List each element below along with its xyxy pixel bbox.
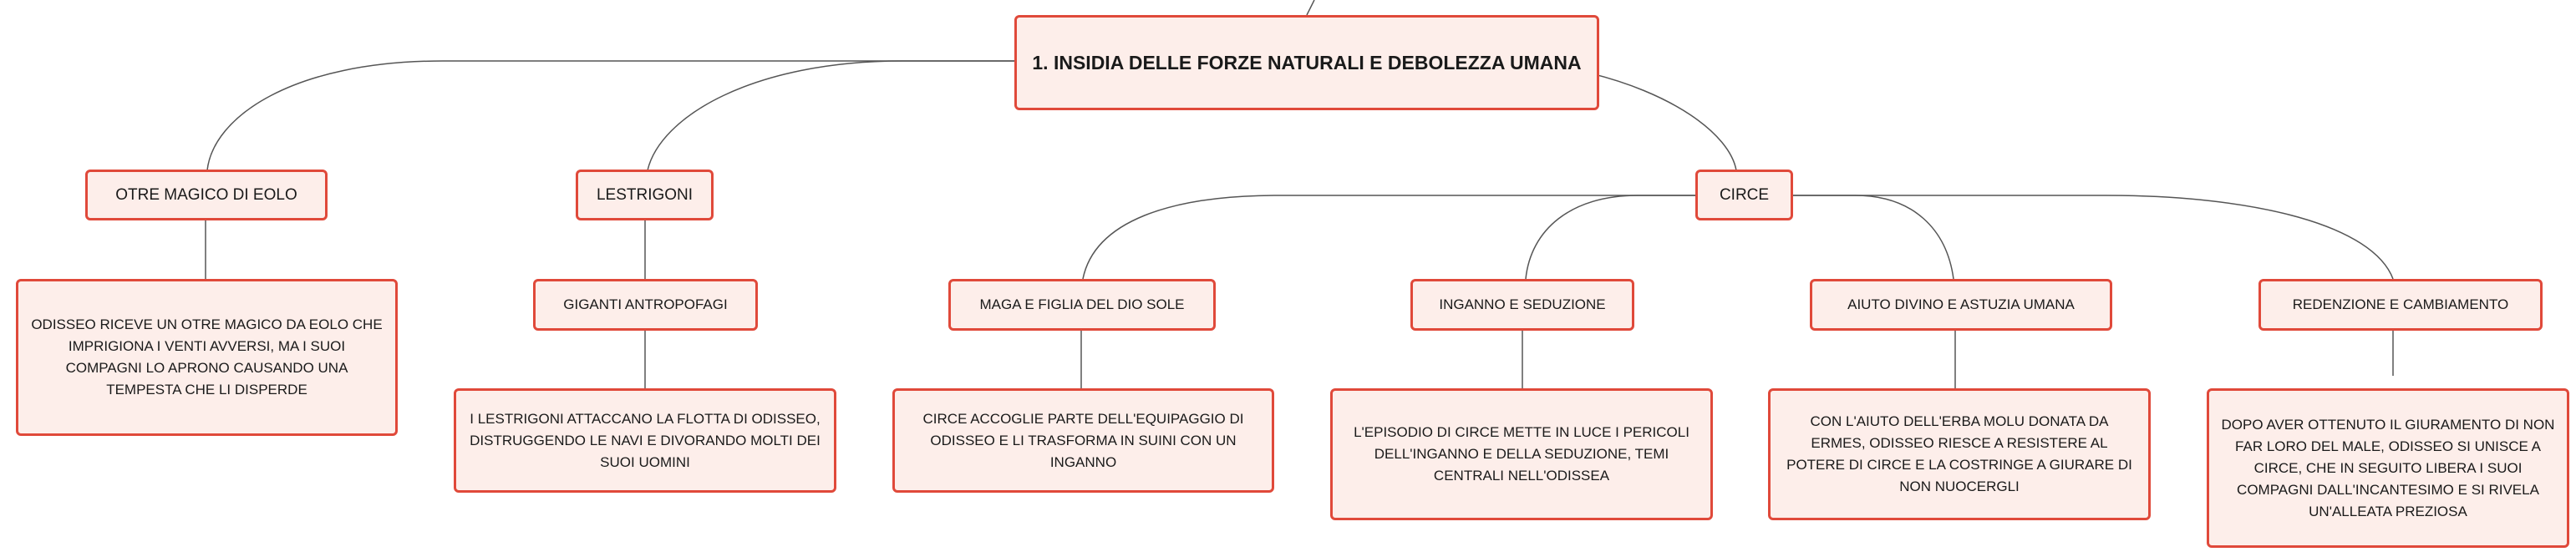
- sub-node-maga-figlia-sole[interactable]: MAGA E FIGLIA DEL DIO SOLE: [948, 279, 1216, 331]
- connector-circe-maga: [1082, 195, 1695, 280]
- branch-node-lestrigoni[interactable]: LESTRIGONI: [576, 170, 714, 220]
- sub-node-redenzione-cambiamento[interactable]: REDENZIONE E CAMBIAMENTO: [2258, 279, 2543, 331]
- sub-node-aiuto-divino[interactable]: AIUTO DIVINO E ASTUZIA UMANA: [1810, 279, 2112, 331]
- connector-circe-aiuto: [1793, 195, 1954, 280]
- leaf-node-lestrigoni-description[interactable]: I LESTRIGONI ATTACCANO LA FLOTTA DI ODIS…: [454, 388, 836, 493]
- connector-circe-redenzione: [1793, 195, 2394, 280]
- leaf-node-aiuto-description[interactable]: CON L'AIUTO DELL'ERBA MOLU DONATA DA ERM…: [1768, 388, 2151, 520]
- connector-circe-inganno: [1525, 195, 1695, 280]
- root-node[interactable]: 1. INSIDIA DELLE FORZE NATURALI E DEBOLE…: [1014, 15, 1599, 110]
- leaf-node-maga-description[interactable]: CIRCE ACCOGLIE PARTE DELL'EQUIPAGGIO DI …: [892, 388, 1274, 493]
- branch-node-otre-magico[interactable]: OTRE MAGICO DI EOLO: [85, 170, 328, 220]
- connector-root-circe: [1583, 71, 1737, 171]
- branch-node-circe[interactable]: CIRCE: [1695, 170, 1793, 220]
- connector-root-lestrigoni: [647, 60, 1014, 171]
- leaf-node-otre-description[interactable]: ODISSEO RICEVE UN OTRE MAGICO DA EOLO CH…: [16, 279, 398, 436]
- sub-node-inganno-seduzione[interactable]: INGANNO E SEDUZIONE: [1410, 279, 1634, 331]
- leaf-node-redenzione-description[interactable]: DOPO AVER OTTENUTO IL GIURAMENTO DI NON …: [2207, 388, 2569, 548]
- connector-root-otre: [206, 60, 1014, 171]
- leaf-node-inganno-description[interactable]: L'EPISODIO DI CIRCE METTE IN LUCE I PERI…: [1330, 388, 1713, 520]
- connector-root-parent: [1306, 0, 1315, 16]
- sub-node-giganti-antropofagi[interactable]: GIGANTI ANTROPOFAGI: [533, 279, 758, 331]
